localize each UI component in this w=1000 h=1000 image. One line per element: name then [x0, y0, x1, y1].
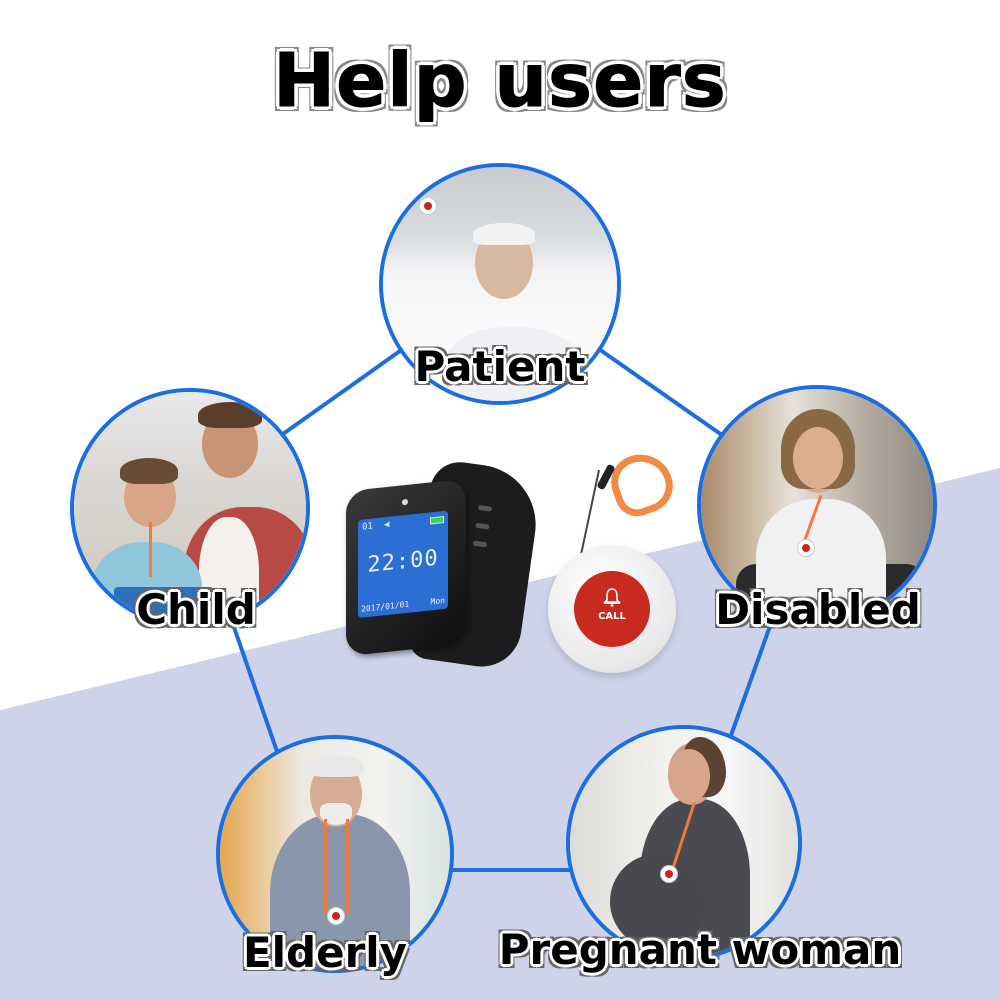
call-label: CALL: [598, 611, 626, 622]
patient-circle: [379, 163, 621, 405]
disabled-photo: [701, 389, 933, 621]
lanyard-strap: [603, 445, 681, 523]
call-button-body: CALL: [548, 545, 676, 673]
label-patient: Patient: [414, 342, 586, 391]
pregnant-woman-photo: [570, 729, 798, 957]
pregnant-woman-circle: [566, 725, 802, 961]
battery-icon: [430, 516, 444, 525]
watch-sensor-dot: [402, 498, 408, 506]
speaker-icon: ◀: [384, 519, 390, 531]
label-disabled: Disabled: [715, 585, 921, 634]
elderly-photo: [220, 739, 450, 969]
watch-channel: 01: [362, 521, 373, 533]
label-child: Child: [136, 585, 256, 634]
bell-icon: [603, 588, 621, 607]
label-pregnant-woman: Pregnant woman: [498, 925, 902, 974]
page-title: Help users: [273, 38, 727, 125]
elderly-circle: [216, 735, 454, 973]
watch-time: 22:00: [367, 545, 439, 579]
watch-day: Mon: [430, 595, 445, 607]
watch-screen: 01 ◀ 22:00 2017/01/01 Mon: [358, 510, 448, 619]
disabled-circle: [697, 385, 937, 625]
child-circle: [70, 388, 310, 628]
watch-date: 2017/01/01: [361, 599, 410, 614]
call-button-pendant: CALL: [540, 445, 690, 673]
label-elderly: Elderly: [242, 928, 408, 977]
patient-photo: [383, 167, 617, 401]
watch-case: 01 ◀ 22:00 2017/01/01 Mon: [346, 478, 466, 657]
call-button-face: CALL: [574, 571, 650, 647]
child-photo: [74, 392, 306, 624]
pager-watch: 01 ◀ 22:00 2017/01/01 Mon: [340, 455, 544, 685]
call-button-icon: [419, 197, 437, 215]
